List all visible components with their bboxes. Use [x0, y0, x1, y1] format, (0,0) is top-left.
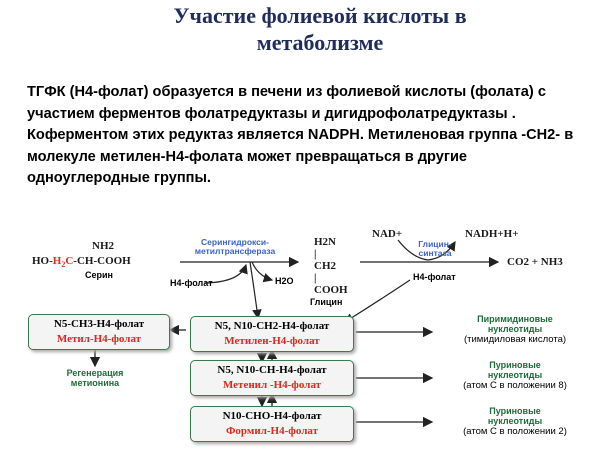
- methionine-regeneration: Регенерация метионина: [66, 368, 124, 388]
- product-pyrimidine-nucleotides: Пиримидиновые нуклеотиды (тимидиловая ки…: [463, 314, 567, 345]
- product-purine-nucleotides-c8: Пуриновые нуклеотиды (атом С в положении…: [463, 360, 567, 391]
- glycine-label: Глицин: [310, 297, 343, 307]
- serine-amino-group: NH2: [92, 240, 114, 252]
- box-methylene-h4-folate: N5, N10-CH2-H4-фолат Метилен-Н4-фолат: [190, 316, 354, 352]
- nadh: NADH+H+: [465, 228, 519, 240]
- water-product: Н2О: [275, 276, 294, 286]
- enzyme-serine-hydroxymethyltransferase: Серингидрокси- метилтрансфераза: [194, 237, 276, 256]
- box-methyl-h4-folate: N5-CH3-H4-фолат Метил-Н4-фолат: [28, 314, 170, 350]
- h4-folate-input: Н4-фолат: [170, 278, 213, 288]
- serine-formula: HO-H2C-CH-COOH: [32, 255, 131, 270]
- enzyme-glycine-synthase: Глицин- синтаза: [418, 239, 452, 258]
- glycine-formula: H2N | CH2 | COOH: [314, 236, 348, 296]
- co2-nh3-products: CO2 + NH3: [507, 256, 563, 268]
- page-title: Участие фолиевой кислоты в метаболизме: [173, 3, 467, 55]
- box-formyl-h4-folate: N10-CHO-H4-фолат Формил-Н4-фолат: [190, 406, 354, 442]
- box-methenyl-h4-folate: N5, N10-CH-H4-фолат Метенил -Н4-фолат: [190, 360, 354, 396]
- description-paragraph: ТГФК (Н4-фолат) образуется в печени из ф…: [27, 84, 574, 186]
- product-purine-nucleotides-c2: Пуриновые нуклеотиды (атом С в положении…: [463, 406, 567, 437]
- serine-label: Серин: [85, 270, 113, 280]
- h4-folate-right: Н4-фолат: [413, 272, 456, 282]
- nad-plus: NAD+: [372, 228, 403, 240]
